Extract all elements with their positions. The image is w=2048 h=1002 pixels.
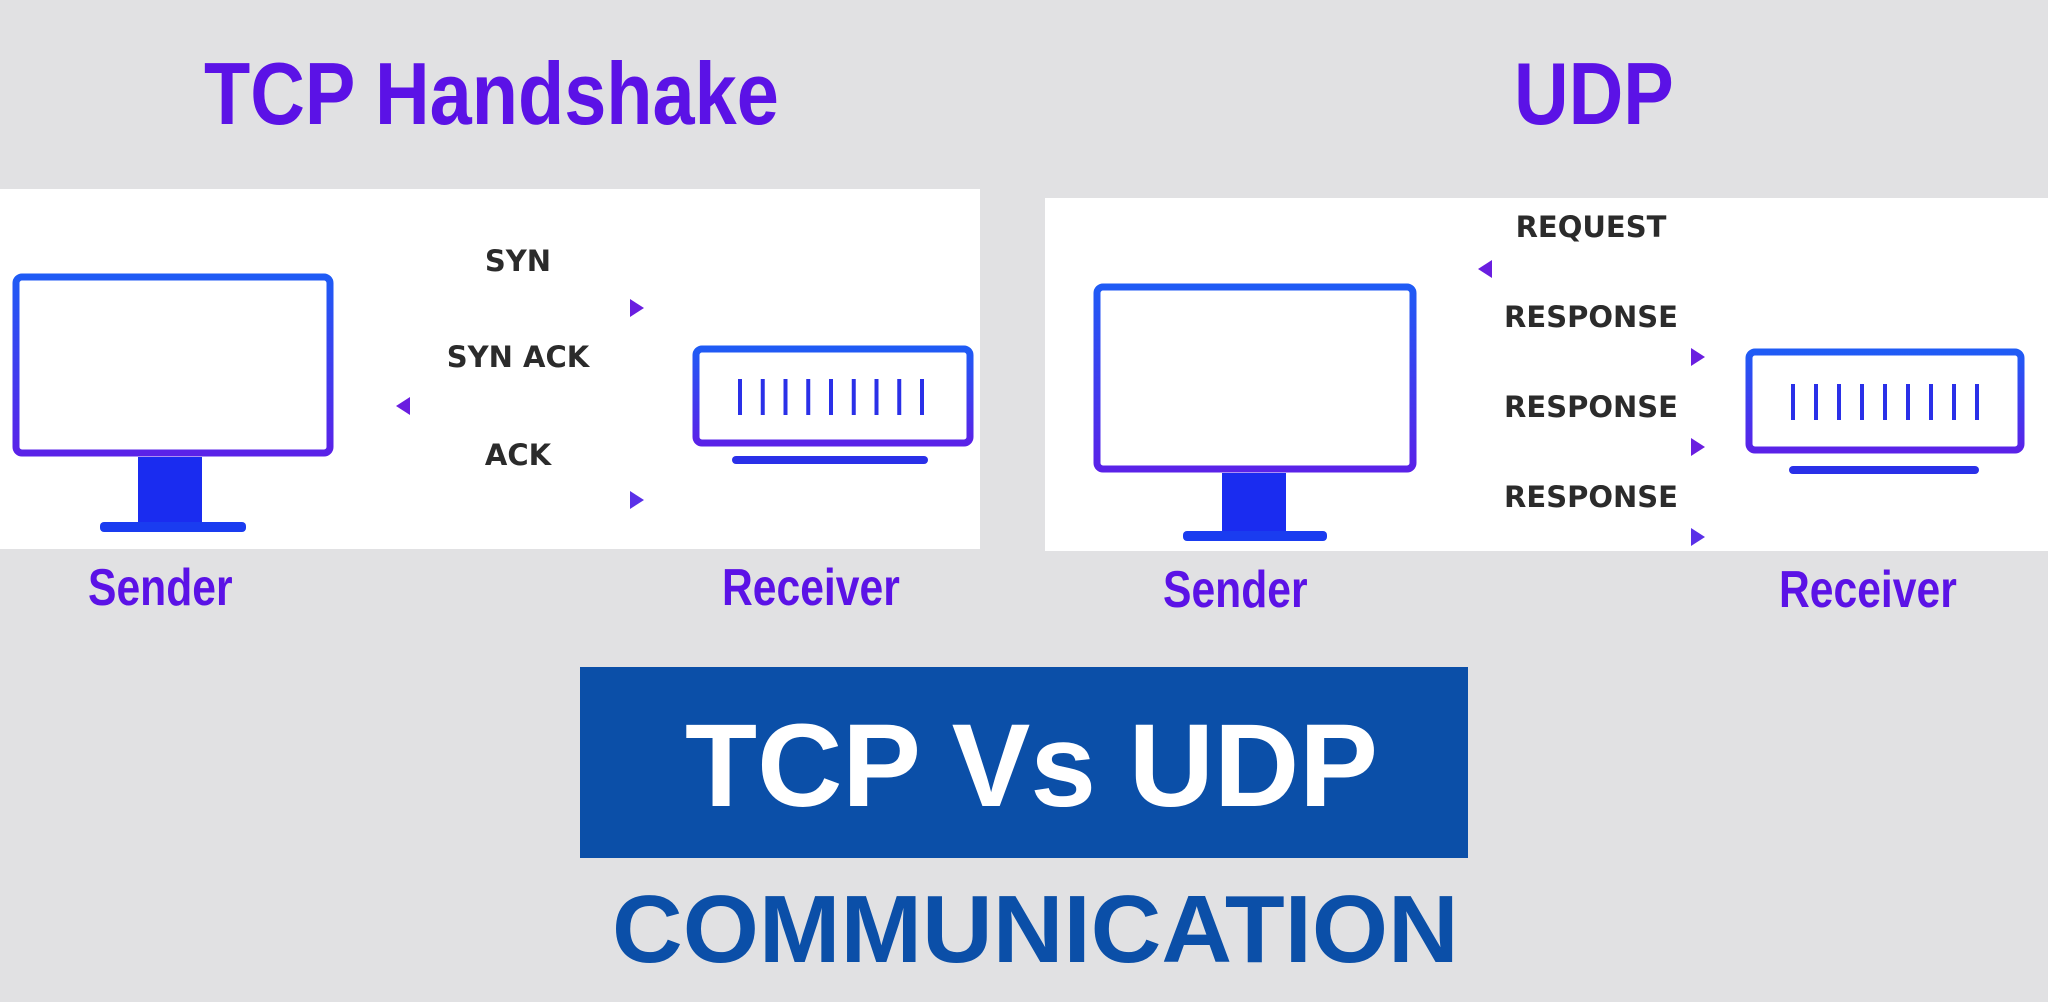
arrow-left-icon (1478, 260, 1705, 278)
sender-computer-icon (1093, 283, 1417, 541)
arrow-right-icon (394, 491, 644, 509)
arrow-right-icon (394, 299, 644, 317)
message-label: REQUEST (1516, 210, 1667, 244)
arrow-right-icon (1476, 438, 1705, 456)
receiver-server-icon (1745, 348, 2025, 474)
tcp-handshake-title: TCP Handshake (204, 44, 779, 143)
message-label: SYN ACK (447, 340, 591, 374)
udp-diagram: REQUEST RESPONSE RESPONSE RESPONSE (1045, 198, 2048, 551)
message-label: SYN (485, 244, 551, 278)
tcp-diagram: SYN SYN ACK ACK (0, 189, 980, 549)
receiver-server-icon (692, 345, 974, 464)
tcp-vs-udp-banner: TCP Vs UDP (580, 667, 1468, 858)
communication-subtitle: COMMUNICATION (612, 876, 1459, 983)
udp-sender-label: Sender (1163, 561, 1308, 619)
message-label: RESPONSE (1504, 480, 1678, 514)
arrow-left-icon (396, 397, 645, 415)
udp-receiver-label: Receiver (1779, 561, 1957, 619)
message-label: RESPONSE (1504, 390, 1678, 424)
banner-title: TCP Vs UDP (685, 700, 1378, 832)
tcp-sender-label: Sender (88, 559, 233, 617)
message-label: ACK (485, 438, 553, 472)
message-label: RESPONSE (1504, 300, 1678, 334)
tcp-receiver-label: Receiver (722, 559, 900, 617)
arrow-right-icon (1476, 348, 1705, 366)
sender-computer-icon (12, 273, 334, 532)
udp-title: UDP (1514, 44, 1674, 143)
arrow-right-icon (1476, 528, 1705, 546)
